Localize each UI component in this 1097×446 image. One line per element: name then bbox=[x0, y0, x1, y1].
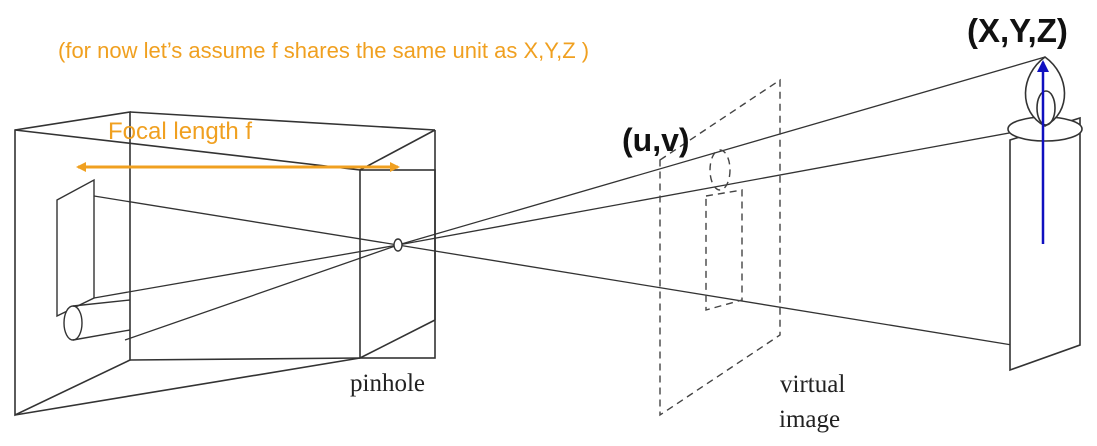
inverted-candle-edge-bottom bbox=[72, 329, 131, 341]
camera-top-back-edge bbox=[129, 111, 436, 131]
ray-mid-front bbox=[397, 119, 1081, 246]
virtual-candle-body bbox=[705, 189, 743, 311]
virtual-image-label-line2: image bbox=[779, 406, 841, 433]
pinhole-aperture bbox=[393, 238, 403, 252]
world-point-label: (X,Y,Z) bbox=[967, 12, 1068, 49]
virtual-plane-outline bbox=[659, 78, 781, 417]
image-plane-sheet bbox=[56, 178, 95, 318]
camera-bottom-edge bbox=[14, 357, 361, 416]
image-plane bbox=[56, 178, 131, 341]
camera-front-face bbox=[359, 169, 436, 359]
virtual-image-plane bbox=[659, 78, 781, 417]
light-rays bbox=[93, 56, 1081, 346]
virtual-candle-flame bbox=[709, 149, 731, 191]
focal-length-label: Focal length f bbox=[108, 118, 253, 145]
candle-body bbox=[1009, 116, 1081, 372]
ray-lower-back bbox=[93, 244, 399, 299]
image-point-label: (u,v) bbox=[622, 122, 690, 158]
inverted-candle-edge-top bbox=[72, 299, 131, 307]
candle-object bbox=[1007, 56, 1083, 372]
pinhole-label: pinhole bbox=[350, 370, 425, 397]
camera-bottom-right-edge bbox=[359, 319, 436, 359]
assumption-note: (for now let’s assume f shares the same … bbox=[58, 38, 590, 63]
candle-flame-inner bbox=[1036, 90, 1056, 126]
ray-upper-front bbox=[397, 56, 1046, 246]
camera-bottom-back-edge bbox=[129, 357, 361, 361]
ray-lower-front bbox=[397, 244, 1013, 346]
inverted-candle-flame bbox=[63, 305, 83, 341]
ray-upper-back bbox=[93, 195, 399, 246]
camera-top-right-edge bbox=[359, 129, 436, 171]
virtual-image-label-line1: virtual bbox=[780, 371, 846, 398]
ray-mid-back bbox=[124, 244, 399, 341]
